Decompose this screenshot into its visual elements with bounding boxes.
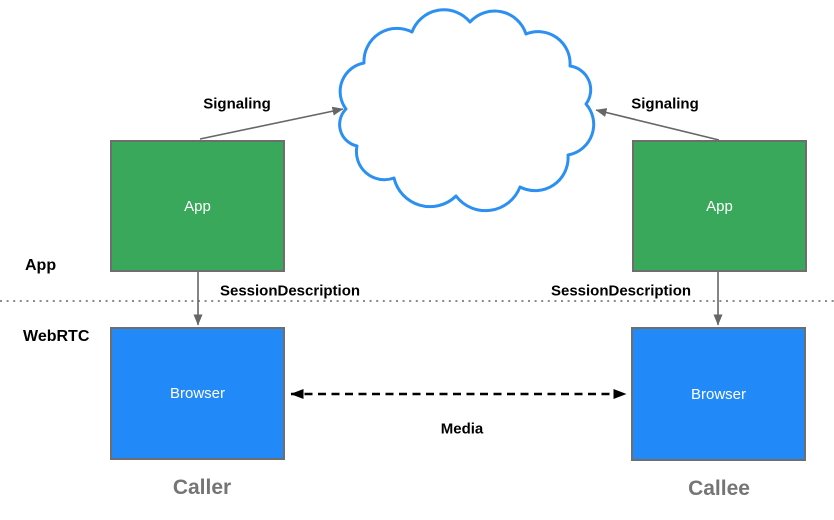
signaling-label-right: Signaling (631, 95, 699, 113)
session-description-label-left: SessionDescription (219, 282, 361, 300)
cloud-network-icon (338, 8, 596, 213)
caller-browser-box: Browser (110, 327, 285, 460)
callee-browser-box: Browser (631, 327, 806, 461)
session-description-label-right: SessionDescription (550, 282, 692, 300)
callee-browser-label: Browser (690, 385, 746, 403)
signaling-arrow-left (199, 106, 344, 140)
callee-app-label: App (706, 197, 733, 215)
media-label: Media (440, 420, 484, 438)
layer-label-webrtc: WebRTC (23, 328, 90, 345)
caller-label: Caller (172, 476, 232, 499)
signaling-arrow-right (595, 108, 720, 141)
caller-app-label: App (184, 197, 211, 215)
caller-browser-label: Browser (169, 385, 225, 402)
callee-label: Callee (688, 477, 750, 500)
layer-label-app: App (25, 257, 57, 274)
callee-app-box: App (632, 140, 807, 272)
signaling-label-left: Signaling (203, 95, 271, 113)
caller-app-box: App (110, 140, 285, 272)
